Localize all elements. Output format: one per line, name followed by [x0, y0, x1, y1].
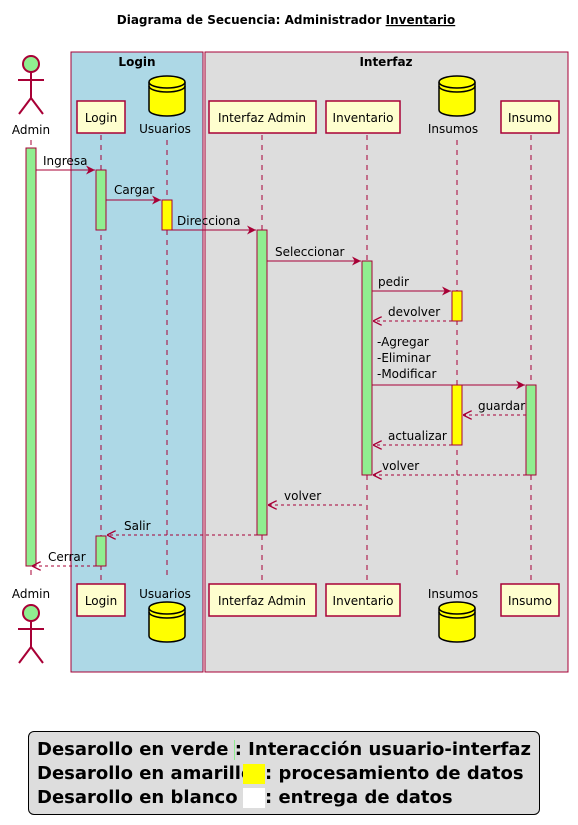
participant-login-top: Login: [76, 100, 126, 134]
activation-inventario: [361, 260, 373, 476]
msg-agregar: -Agregar: [377, 335, 429, 349]
participant-interfaz-admin-bottom: Interfaz Admin: [208, 583, 317, 617]
activation-insumos-1: [451, 290, 463, 322]
yellow-swatch: [243, 764, 265, 784]
activation-bars: [25, 147, 537, 567]
participant-usuarios-top: Usuarios: [139, 75, 191, 136]
diagram-title: Diagrama de Secuencia: Administrador Inv…: [117, 13, 455, 27]
svg-text:Login: Login: [85, 594, 117, 608]
usuarios-label: Usuarios: [139, 122, 191, 136]
svg-text:Interfaz Admin: Interfaz Admin: [218, 594, 306, 608]
legend-label: Desarollo en amarillo: [37, 763, 254, 784]
login-group-label: Login: [118, 55, 155, 69]
msg-actualizar: actualizar: [388, 429, 447, 443]
legend-desc: : entrega de datos: [265, 787, 453, 808]
msg-cerrar: Cerrar: [48, 550, 86, 564]
msg-devolver: devolver: [388, 305, 440, 319]
activation-login-1: [95, 169, 107, 231]
msg-modificar: -Modificar: [377, 367, 436, 381]
participant-insumos-bottom: Insumos: [428, 587, 478, 643]
participant-inventario-top: Inventario: [325, 100, 401, 134]
participant-admin-bottom: Admin: [12, 587, 50, 664]
svg-text:Usuarios: Usuarios: [139, 587, 191, 601]
legend-label: Desarollo en verde: [37, 739, 229, 760]
messages: [32, 165, 526, 566]
activation-usuarios: [161, 199, 173, 231]
msg-direcciona: Direcciona: [177, 214, 240, 228]
msg-salir: Salir: [124, 519, 151, 533]
legend-row-green: Desarollo en verde : Interacción usuario…: [37, 738, 531, 762]
svg-text:Insumos: Insumos: [428, 587, 478, 601]
msg-ingresa: Ingresa: [43, 154, 87, 168]
legend-label: Desarollo en blanco: [37, 787, 238, 808]
legend-desc: : Interacción usuario-interfaz: [234, 739, 531, 760]
msg-volver-inventario: volver: [284, 489, 321, 503]
msg-cargar: Cargar: [114, 183, 154, 197]
legend-desc: : procesamiento de datos: [265, 763, 524, 784]
participant-insumos-top: Insumos: [428, 75, 478, 136]
activation-insumo: [525, 384, 537, 476]
msg-pedir: pedir: [378, 275, 409, 289]
svg-text:Insumo: Insumo: [508, 594, 552, 608]
interfaz-admin-label: Interfaz Admin: [218, 111, 306, 125]
insumo-label: Insumo: [508, 111, 552, 125]
participant-interfaz-admin-top: Interfaz Admin: [208, 100, 317, 134]
actor-head-icon: [22, 55, 40, 73]
activation-login-2: [95, 535, 107, 567]
legend-row-yellow: Desarollo en amarillo : procesamiento de…: [37, 762, 531, 786]
sequence-diagram: Diagrama de Secuencia: Administrador Inv…: [12, 13, 569, 673]
legend-row-white: Desarollo en blanco : entrega de datos: [37, 786, 531, 810]
white-swatch: [243, 788, 265, 808]
msg-seleccionar: Seleccionar: [275, 245, 345, 259]
svg-text:Admin: Admin: [12, 587, 50, 601]
interfaz-group-label: Interfaz: [359, 55, 412, 69]
participant-login-bottom: Login: [76, 583, 126, 617]
activation-insumos-2: [451, 384, 463, 446]
admin-label: Admin: [12, 123, 50, 137]
msg-guardar: guardar: [478, 399, 525, 413]
svg-text:Inventario: Inventario: [333, 594, 394, 608]
participant-insumo-top: Insumo: [500, 100, 560, 134]
participant-usuarios-bottom: Usuarios: [139, 587, 191, 643]
participant-admin-top: Admin: [12, 55, 50, 137]
insumos-label: Insumos: [428, 122, 478, 136]
participant-inventario-bottom: Inventario: [325, 583, 401, 617]
login-label: Login: [85, 111, 117, 125]
msg-volver-insumo: volver: [382, 459, 419, 473]
participant-insumo-bottom: Insumo: [500, 583, 560, 617]
actor-head-icon: [22, 604, 40, 622]
activation-interfaz-admin: [256, 229, 268, 536]
login-group-box: [70, 51, 204, 673]
msg-eliminar: -Eliminar: [377, 351, 431, 365]
activation-admin: [25, 147, 37, 567]
inventario-label: Inventario: [333, 111, 394, 125]
legend: Desarollo en verde : Interacción usuario…: [28, 731, 540, 815]
